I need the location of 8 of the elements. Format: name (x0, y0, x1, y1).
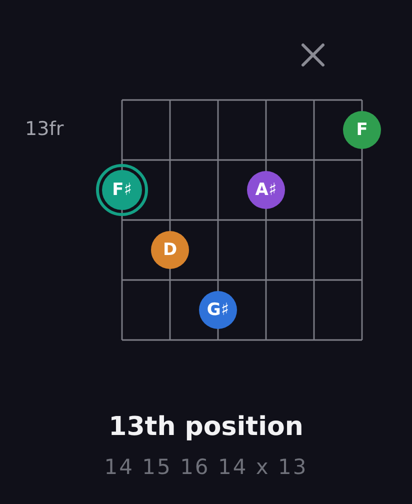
note-dot: D (151, 231, 189, 269)
fret-numbers-caption: 14 15 16 14 x 13 (104, 455, 308, 479)
note-dot: F (343, 111, 381, 149)
note-dot: A♯ (247, 171, 285, 209)
fret-number-label: 13fr (25, 118, 64, 140)
root-note-dot: F♯ (96, 164, 148, 216)
chord-title: 13th position (108, 412, 304, 442)
note-dot: G♯ (199, 291, 237, 329)
